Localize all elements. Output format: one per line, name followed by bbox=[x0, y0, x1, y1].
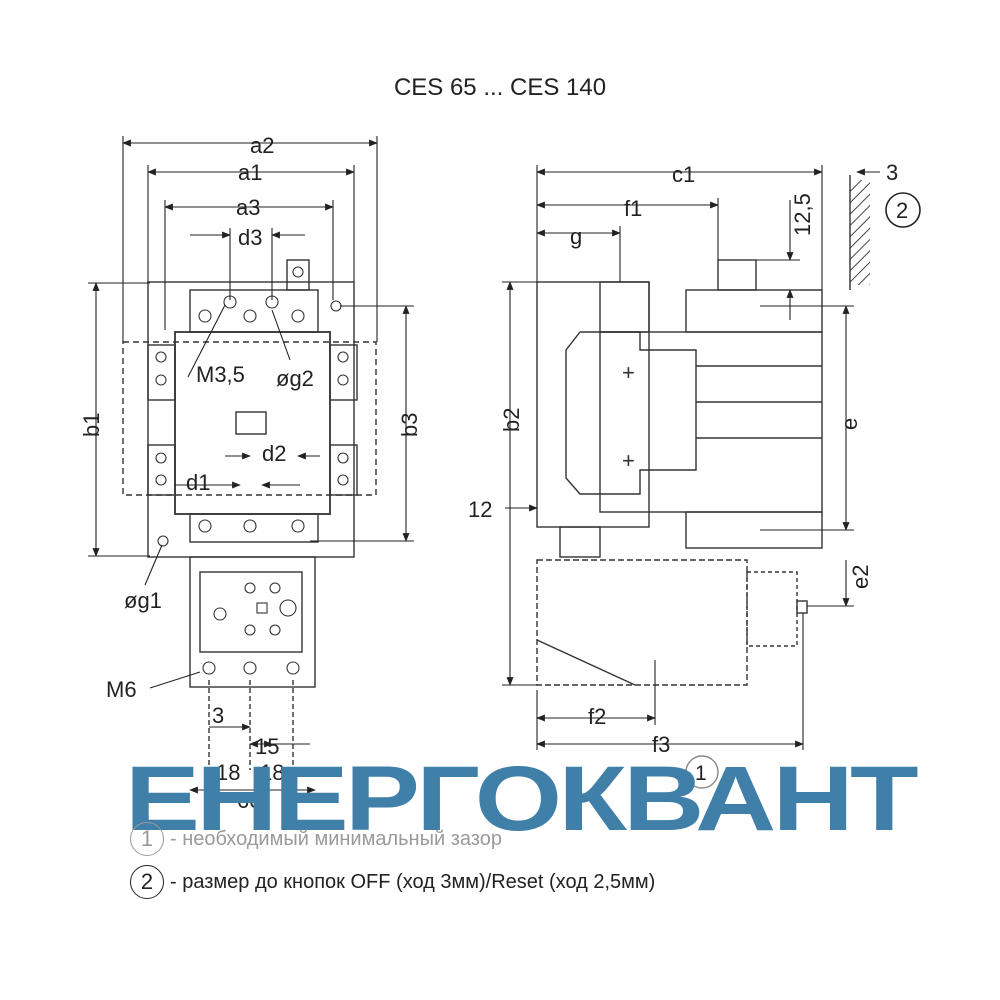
side-coil-cover bbox=[565, 331, 697, 495]
legend-text-1: - необходимый минимальный зазор bbox=[170, 827, 502, 850]
watermark-logo: ЕНЕРГОКВАНТ bbox=[125, 758, 920, 838]
dim-f2: f2 bbox=[588, 704, 606, 729]
side-top-tab bbox=[717, 259, 757, 291]
front-dashed-outline bbox=[122, 341, 377, 496]
right-terminal-upper bbox=[329, 344, 358, 401]
left-terminal-upper bbox=[147, 344, 176, 401]
dim-18a: 18 bbox=[216, 760, 240, 785]
dim-b2: b2 bbox=[499, 408, 524, 432]
dim-f1: f1 bbox=[624, 196, 642, 221]
front-window bbox=[235, 411, 267, 435]
dim-18b: 18 bbox=[260, 760, 284, 785]
legend-item-1: 1 - необходимый минимальный зазор bbox=[130, 822, 502, 856]
label-m6: M6 bbox=[106, 677, 137, 702]
overload-relay bbox=[189, 556, 316, 688]
front-dimensions: a2 a1 a3 d3 b1 b3 d1 d2 M3,5 øg2 øg1 M6 … bbox=[79, 133, 422, 813]
legend-item-2: 2 - размер до кнопок OFF (ход 3мм)/Reset… bbox=[130, 865, 655, 899]
dim-e: e bbox=[837, 418, 862, 430]
dim-e2: e2 bbox=[848, 565, 873, 589]
dim-d2: d2 bbox=[262, 441, 286, 466]
dim-g: g bbox=[570, 224, 582, 249]
overload-face bbox=[199, 571, 303, 653]
screw-heads bbox=[155, 266, 349, 675]
legend-text-2: - размер до кнопок OFF (ход 3мм)/Reset (… bbox=[170, 870, 656, 893]
dim-12: 12 bbox=[468, 497, 492, 522]
side-view: + + bbox=[536, 175, 870, 686]
dim-a2: a2 bbox=[250, 133, 274, 158]
label-g1: øg1 bbox=[124, 588, 162, 613]
dim-b3: b3 bbox=[397, 413, 422, 437]
side-base-plate bbox=[536, 281, 650, 528]
dim-60: 60 bbox=[237, 788, 261, 813]
side-dimensions: c1 f1 g 12,5 3 2 b2 e e2 12 f2 f3 1 bbox=[468, 160, 921, 789]
dim-a1: a1 bbox=[238, 160, 262, 185]
marker-2: 2 bbox=[896, 198, 908, 223]
dim-3: 3 bbox=[212, 703, 224, 728]
front-view bbox=[122, 259, 377, 770]
aux-contact-tab bbox=[286, 259, 310, 291]
bottom-terminal-block bbox=[189, 513, 319, 543]
dim-15: 15 bbox=[255, 734, 279, 759]
watermark-text: ЕНЕРГОКВАНТ bbox=[125, 758, 918, 838]
label-g2: øg2 bbox=[276, 366, 314, 391]
dim-b1: b1 bbox=[79, 413, 104, 437]
right-terminal-lower bbox=[329, 444, 358, 496]
label-m35: M3,5 bbox=[196, 362, 245, 387]
wall-hatch bbox=[850, 180, 870, 285]
diagram-title: CES 65 ... CES 140 bbox=[393, 74, 607, 101]
dim-12-5: 12,5 bbox=[790, 193, 815, 236]
dim-f3: f3 bbox=[652, 732, 670, 757]
legend-num-2: 2 bbox=[130, 865, 164, 899]
side-relay-body bbox=[536, 559, 748, 686]
side-main-body bbox=[599, 331, 823, 513]
svg-text:+: + bbox=[622, 360, 635, 385]
front-mounting-plate bbox=[147, 281, 355, 558]
dim-wall-3: 3 bbox=[886, 160, 898, 185]
marker-1: 1 bbox=[695, 762, 707, 785]
side-top-block bbox=[685, 289, 823, 333]
legend-num-1: 1 bbox=[130, 822, 164, 856]
dim-a3: a3 bbox=[236, 195, 260, 220]
left-terminal-lower bbox=[147, 444, 176, 496]
dim-c1: c1 bbox=[672, 162, 695, 187]
dim-d3: d3 bbox=[238, 225, 262, 250]
svg-text:+: + bbox=[622, 448, 635, 473]
dim-d1: d1 bbox=[186, 470, 210, 495]
